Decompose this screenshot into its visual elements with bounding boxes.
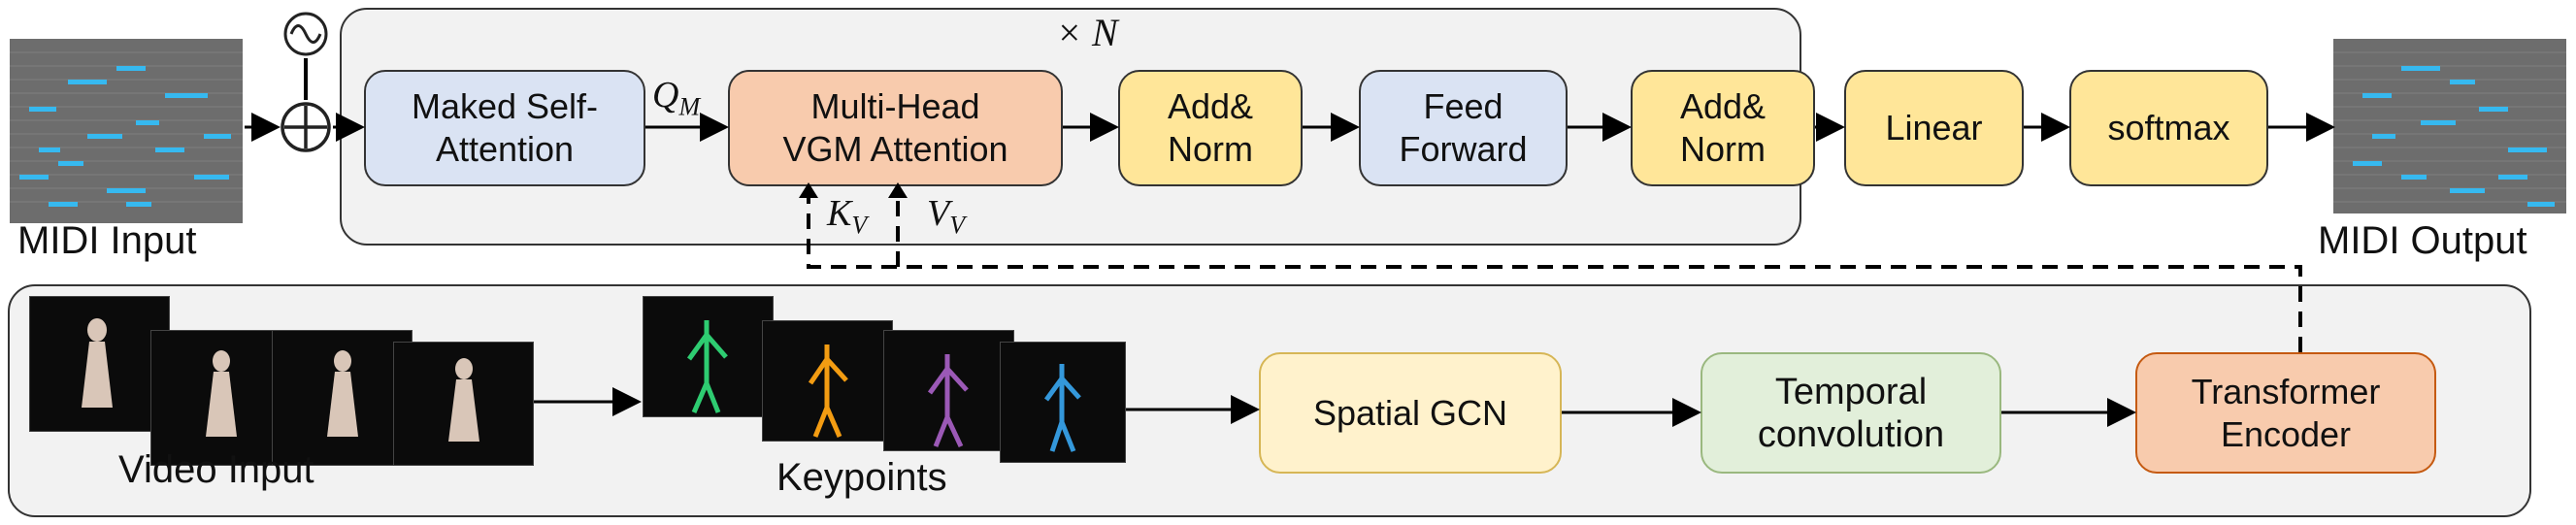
repeat-label: × N	[1056, 11, 1118, 54]
spatial-gcn-block: Spatial GCN	[1259, 352, 1562, 474]
linear-block: Linear	[1844, 70, 2024, 186]
midi-input-label: MIDI Input	[17, 219, 197, 262]
midi-output-image	[2333, 39, 2566, 213]
q-m-label: QM	[652, 75, 701, 121]
masked-self-attention-block: Maked Self- Attention	[364, 70, 645, 186]
feed-forward-block: Feed Forward	[1359, 70, 1568, 186]
add-norm-block-2: Add& Norm	[1631, 70, 1815, 186]
midi-output-label: MIDI Output	[2318, 219, 2527, 262]
softmax-block: softmax	[2069, 70, 2268, 186]
vgm-attention-block: Multi-Head VGM Attention	[728, 70, 1063, 186]
add-norm-block-1: Add& Norm	[1118, 70, 1303, 186]
midi-input-image	[10, 39, 243, 223]
positional-encoding-icon	[281, 10, 330, 58]
temporal-convolution-block: Temporal convolution	[1701, 352, 2001, 474]
k-v-label: KV	[827, 193, 868, 240]
video-input-label: Video Input	[118, 448, 314, 491]
add-icon	[279, 100, 333, 154]
keypoints-label: Keypoints	[776, 456, 947, 499]
v-v-label: VV	[927, 193, 966, 240]
transformer-encoder-block: Transformer Encoder	[2135, 352, 2436, 474]
